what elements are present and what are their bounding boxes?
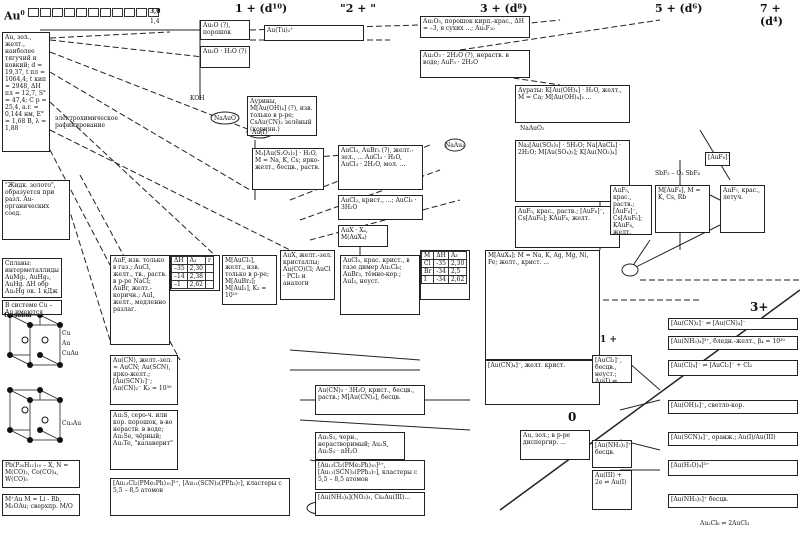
aux-xn-box: AuX · Xₙ, M(AuX₄) — [338, 225, 388, 247]
aurite-box: Аурины, M[Au(OH)₄] (?), изв. только в р-… — [247, 96, 317, 136]
naauo-label: NaAuO — [214, 115, 236, 122]
header-oxidation-3: 3 + (d⁸) — [480, 2, 528, 15]
gold-properties-box: Au, зол., желт., наиболее тягучий и ковк… — [2, 32, 50, 152]
atom-label-au: Au — [62, 340, 71, 347]
aucl2-box: AuCl₂, крист., ...; AuCl₃ · 3H₂O — [338, 195, 423, 220]
value-label-2: 1,4 — [150, 18, 160, 25]
aucn3-box: Au(CN)₃ · 3H₂O, крист., бесцв., раств.; … — [315, 385, 425, 415]
au2o-hydrate-box: Au₂O · H₂O (?) — [200, 46, 250, 68]
complex-eq-4: [Au(OH)₄]⁻, светло-кор. — [668, 400, 798, 414]
header-oxidation-1: 1 + (d¹⁰) — [235, 2, 288, 15]
complex-eq-7: [Au(NH₃)₂]⁺ бесцв. — [668, 494, 798, 508]
header-oxidation-7: 7 + (d⁴) — [760, 2, 783, 28]
aucl3-hydrate-box: AuCl₃, AuBr₃ (?), желт.-зел., ... AuCl₃ … — [338, 145, 423, 190]
value-label-1: 3,0 — [150, 8, 161, 15]
maux4-box: M[AuX₄]: M = Na, K, Ag, Mg, Ni, Fe; желт… — [485, 250, 600, 360]
naauo2-label: NaAuO₂ — [520, 125, 545, 132]
aucn-box: Au(CN), желт.-зел. ≈ AuCN; Au(SCN), ярко… — [110, 355, 178, 405]
complex-eq-2: [Au(NH₃)₄]³⁺, бледн.-желт., β₄ = 10³⁰ — [668, 336, 798, 350]
header-oxidation-5: 5 + (d⁶) — [655, 2, 703, 15]
panel-header-0: 0 — [568, 410, 577, 424]
complex-eq-6: [Au(H₂O)₄]³⁺ — [668, 460, 798, 476]
electrorefining-label: электрохимическое рафинирование — [55, 115, 119, 129]
complex-eq-5: [Au(SCN)₄]⁻, оранж.; Au(I)/Au(III) — [668, 432, 798, 446]
au-i-panel-box: Au(III) + 2e ⇌ Au(I) — [592, 470, 632, 510]
auf7-box: AuF₇, крас., летуч. — [720, 185, 765, 233]
au2o-box: Au₂O (?), порошок — [200, 20, 250, 40]
au2s3-box: Au₂S₃, черн., нерастворимый; Au₂S, Au₂S₃… — [315, 432, 405, 460]
maux6-box: M[AuF₆], M = K, Cs, Rb — [655, 185, 710, 233]
maux2-box: M[AuCl₂], желт., изв. только в р-ре; M[A… — [222, 255, 277, 305]
aux-co-box: AuX, желт.-зел. кристаллы; Au(CO)Cl; AuC… — [280, 250, 335, 300]
panel-header-1plus: 1 + — [600, 335, 617, 345]
panel-header-3plus: 3+ — [750, 300, 769, 314]
au2o5-box: Au₂O₅, порошок кирп.-крас., ΔH = –3, в с… — [420, 16, 530, 38]
cluster-compounds-box: [Au₁₃Cl₂(PMe₂Ph)₁₀]³⁺, [Au₁₁(SCN)₃(PPh₃)… — [110, 478, 290, 516]
aucl3-properties-box: AuCl₃, крас. крист., в газе димер Au₂Cl₆… — [340, 255, 420, 315]
aurate-box: Аураты: K[Au(OH)₄] · H₂O, желт., M = Ca;… — [515, 85, 630, 123]
au-nh3-2-box: [Au(NH₃)₂]⁺ бесцв. — [592, 440, 632, 468]
structure-label-cu3au: Cu₃Au — [62, 420, 82, 427]
koh-label: KOH — [190, 95, 205, 102]
alloys-box: Сплавы: интерметаллиды AuMg₂, AuHg₂, AuH… — [2, 258, 62, 298]
au-nh3-box: [Au(NH₃)₄](NO₃)₃, Cs₂Au(III)... — [315, 492, 425, 516]
complex-eq-3: [Au(Cl)₄]⁻ ⇌ [AuCl₂]⁻ + Cl₂ — [668, 360, 798, 376]
electron-config-cells — [28, 8, 160, 17]
auf6-box: AuF₅, крас., раств.; [AuF₆]⁻, Cs[AuF₆]; … — [610, 185, 652, 235]
aucn4-box: [Au(CN)₄]⁻, желт. крист. — [485, 360, 600, 405]
complex-box-1: Pb(P₂₆H₁₁)₁₀ – X, N = M(CO)₂, Co(CO)₄, W… — [2, 460, 80, 488]
au2o3-hydrate-box: Au₂O₃ · 2H₂O (?), нераств. в воде; AuF₅ … — [420, 50, 530, 78]
thiourea-box: Au(Tu)₂⁺ — [264, 25, 364, 41]
complex-eq-8: Au₂Cl₆ ⇌ 2AuCl₃ — [700, 520, 750, 527]
au0-box: Au, зол.; в р-ре диспергир. ... — [520, 430, 590, 460]
auf5-box: AuF₅, крас., раств.; [AuF₆]⁻, Cs[AuF₆]; … — [515, 206, 620, 248]
naau2-label: NaAu₂ — [445, 142, 465, 149]
structure-label-cuau: CuAu — [62, 350, 79, 357]
liquid-gold-box: "Жидк. золото", образуется при разл. Au-… — [2, 180, 70, 240]
complex-eq-1: [Au(CN)₂]⁻ ⇌ [Au(CN)₄]⁻ — [668, 318, 798, 330]
complex-box-2: M⁺Au M = Li - Rb, M₂OAu; сверхпр. M/O — [2, 494, 80, 516]
au2s-box: Au₂S, серо-ч. или кор. порошок, в-во нер… — [110, 410, 178, 470]
atom-label-cu: Cu — [62, 330, 71, 337]
auf6-ion-box: [AuF₆]⁻ — [705, 152, 730, 166]
au-i-ion-label: Au(I)⁺ — [252, 129, 271, 136]
element-symbol: Au0 — [4, 9, 25, 23]
header-oxidation-2: "2 + " — [340, 2, 376, 15]
sbf5-label: SbF₅ – O₂ SbF₆ — [655, 170, 701, 177]
aucl2-ion-box: [AuCl₂]⁻, бесцв., неуст.; Au(I) ⇌ Au(0) … — [592, 355, 632, 383]
cluster-box: [Au₁₃Cl₂(PMe₂Ph)₁₀]³⁺, [Au₁₁(SCN)₃(PPh₃)… — [315, 460, 425, 490]
aux-halide-box: AuF, изв. только в газ.; AuCl, желт., тв… — [110, 255, 170, 345]
superstructure-box: В системе Cu – Au имеются упорядоченные … — [2, 300, 62, 315]
alloys-structure-title: Сплавы — [4, 312, 32, 319]
thiosulfate-box: M₃[Au(S₂O₃)₂] · H₂O, M = Na, K, Cs; ярко… — [252, 148, 324, 190]
